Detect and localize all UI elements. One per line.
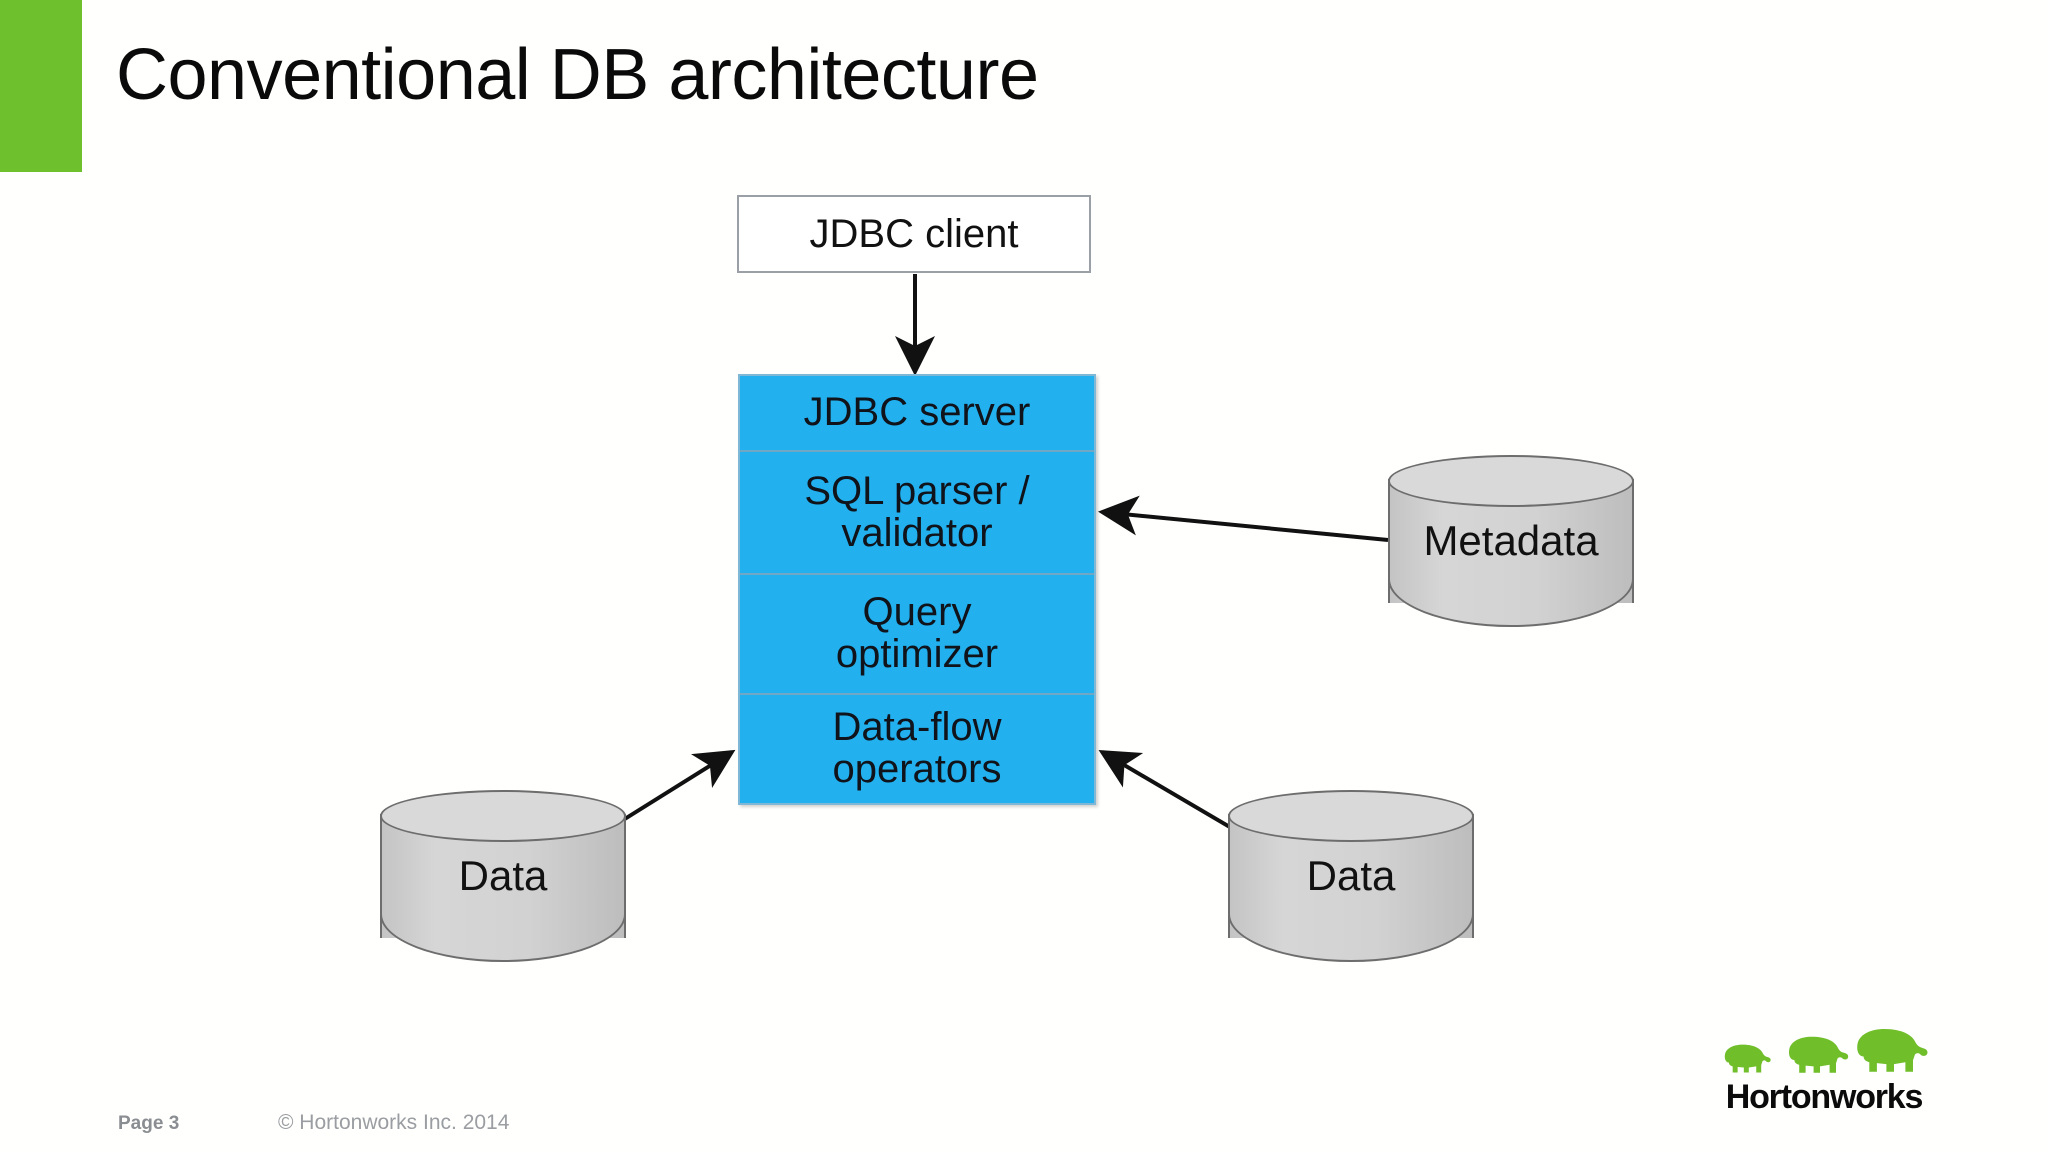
- data-label: Data: [1306, 852, 1396, 899]
- stack-row-label: JDBC server: [803, 390, 1031, 435]
- data-cylinder-left: Data: [380, 790, 626, 962]
- page-title: Conventional DB architecture: [116, 35, 1039, 115]
- elephants-icon: [1724, 1028, 1928, 1073]
- db-server-stack: JDBC server SQL parser / validator Query…: [738, 374, 1096, 805]
- metadata-cylinder: Metadata: [1388, 455, 1634, 627]
- stack-row-label: Data-flow operators: [832, 705, 1002, 791]
- stack-row-sql-parser-validator: SQL parser / validator: [740, 450, 1094, 573]
- cylinder-top: [1388, 455, 1634, 507]
- stack-row-label: SQL parser / validator: [804, 468, 1030, 555]
- copyright-text: © Hortonworks Inc. 2014: [278, 1111, 510, 1134]
- metadata-label: Metadata: [1423, 517, 1599, 564]
- data-cylinder-right: Data: [1228, 790, 1474, 962]
- stack-row-label: Query optimizer: [835, 590, 999, 676]
- stack-row-data-flow-operators: Data-flow operators: [740, 693, 1094, 803]
- data-label: Data: [458, 852, 548, 899]
- accent-bar: [0, 0, 82, 172]
- stack-row-jdbc-server: JDBC server: [740, 376, 1094, 450]
- page-number: Page 3: [118, 1113, 180, 1134]
- jdbc-client-label: JDBC client: [809, 212, 1019, 256]
- arrow-metadata-to-parser: [1098, 495, 1389, 542]
- cylinder-top: [1228, 790, 1474, 842]
- hortonworks-wordmark: Hortonworks: [1725, 1078, 1924, 1116]
- hortonworks-logo: Hortonworks: [1706, 1022, 1942, 1114]
- jdbc-client-box: JDBC client: [737, 195, 1091, 273]
- cylinder-top: [380, 790, 626, 842]
- stack-row-query-optimizer: Query optimizer: [740, 573, 1094, 693]
